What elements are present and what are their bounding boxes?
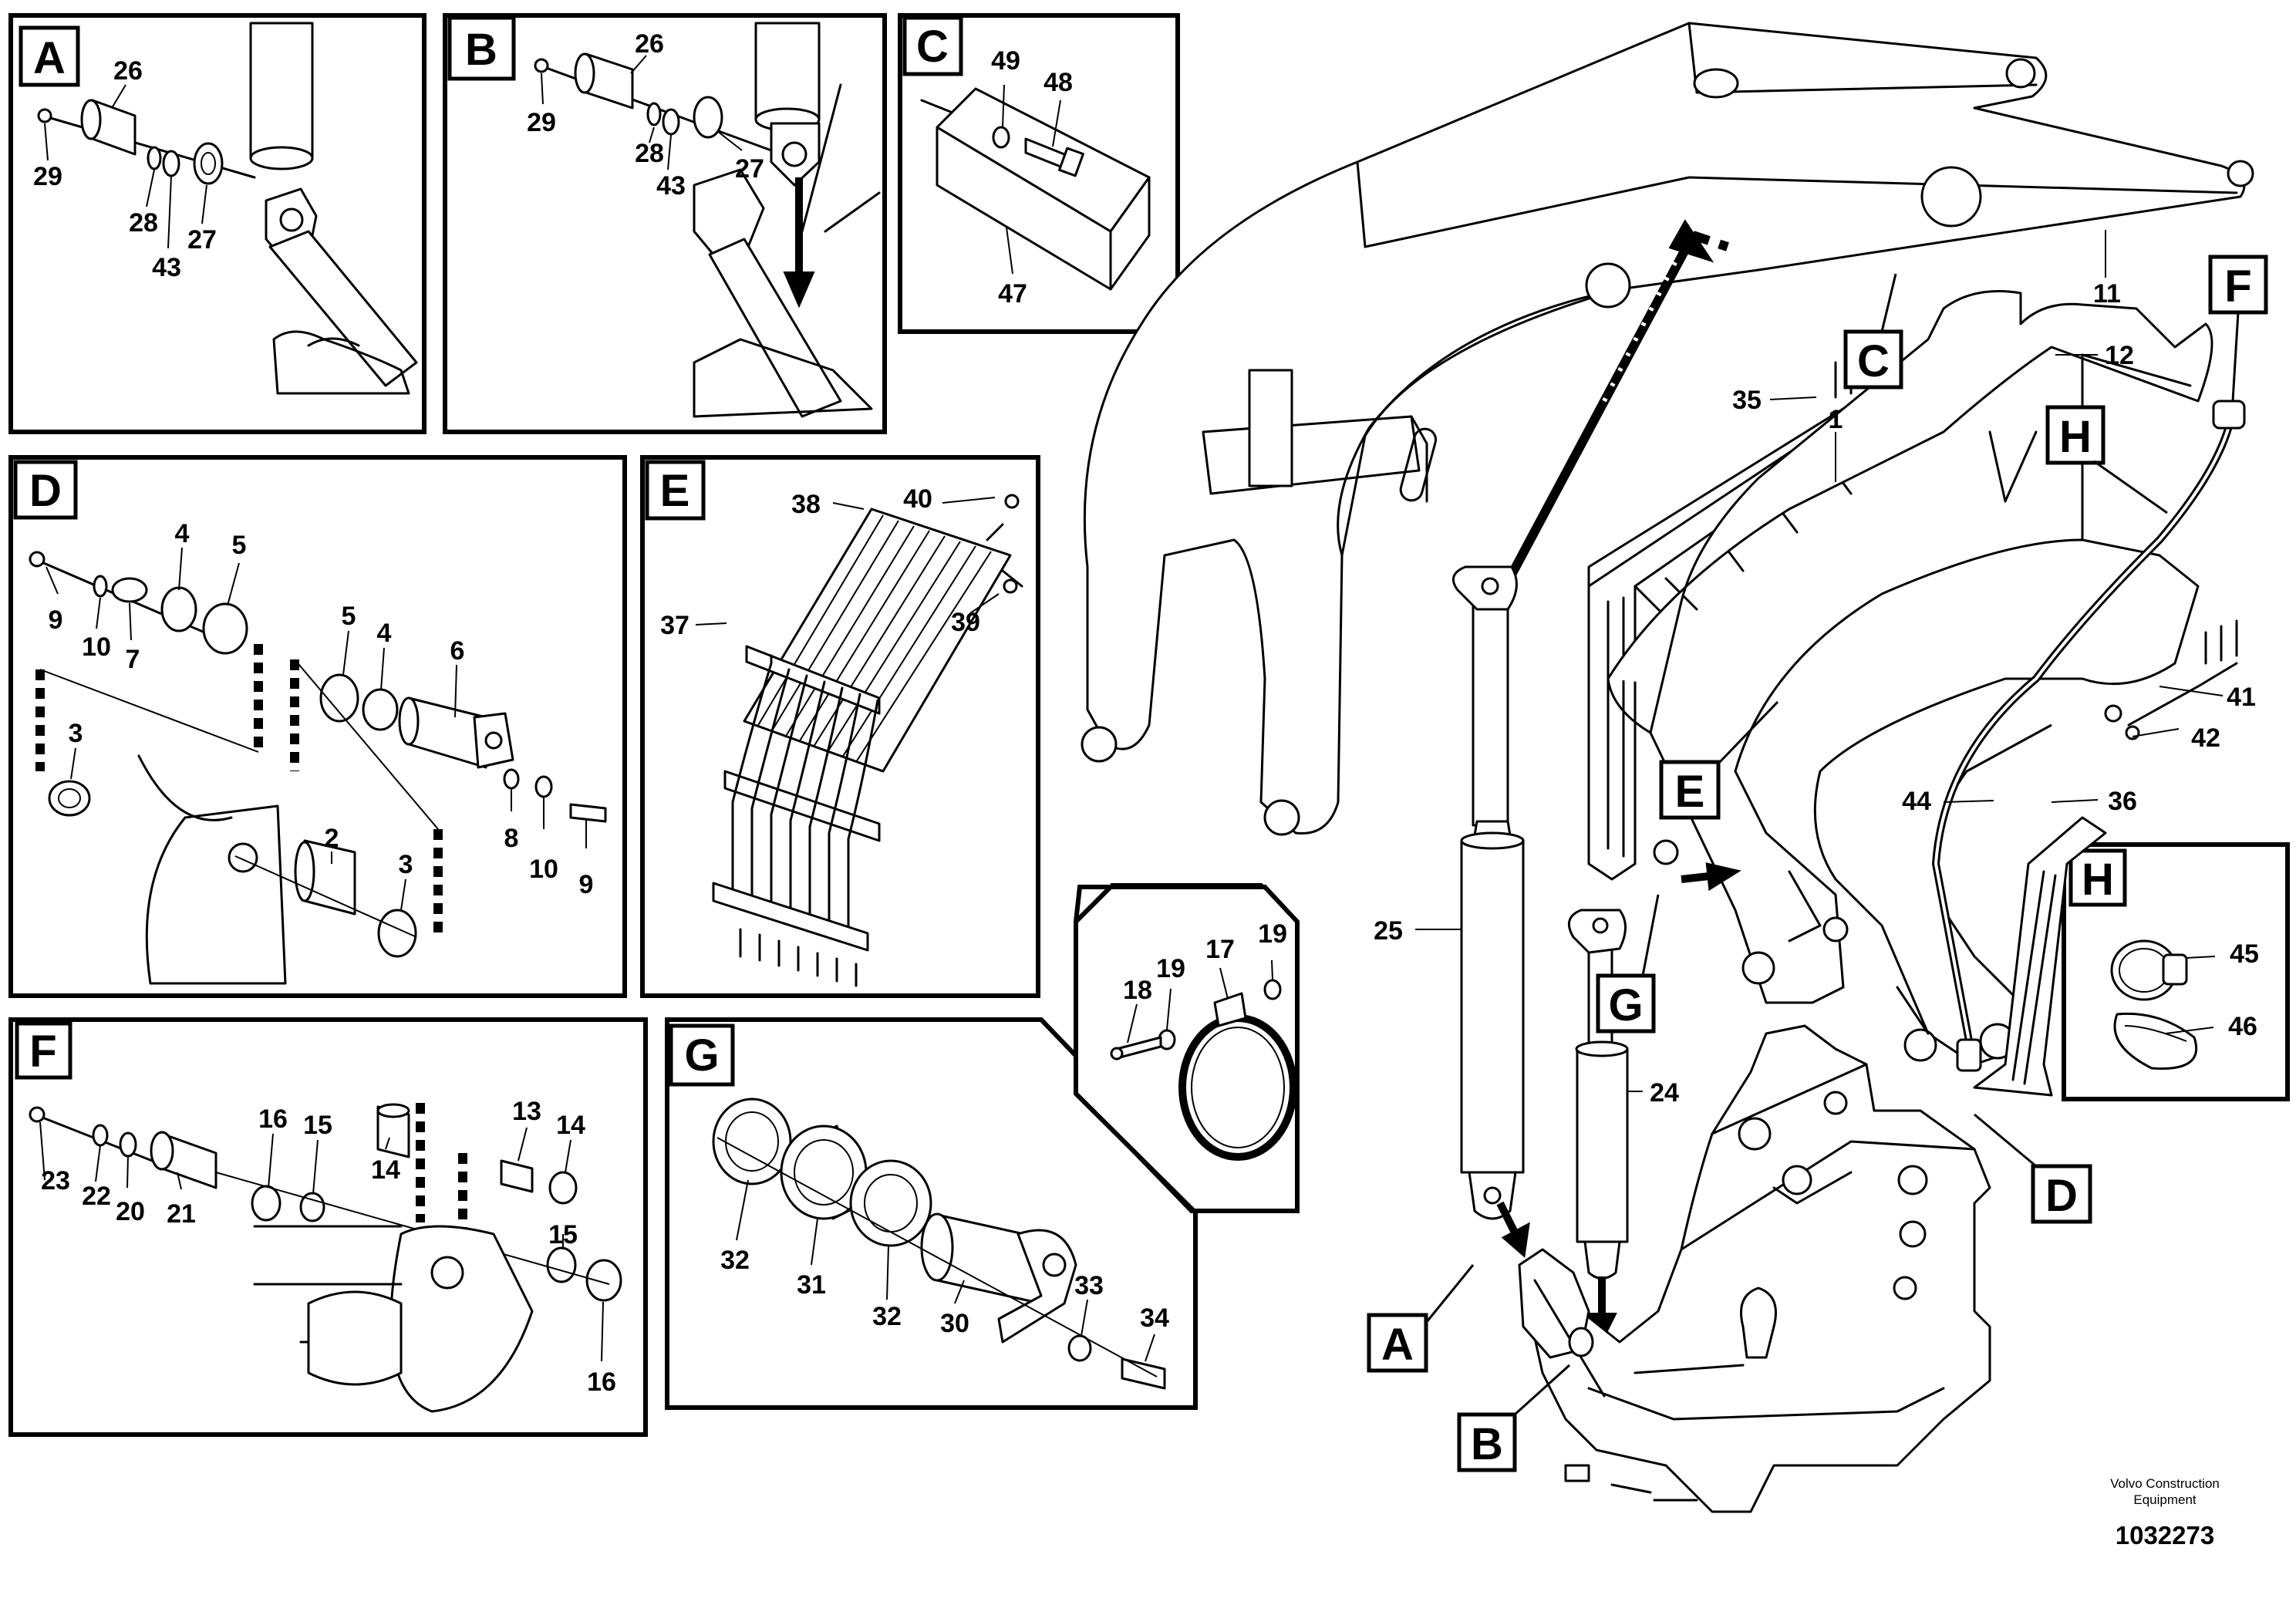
callout-33: 33	[1074, 1271, 1104, 1300]
callout-16: 16	[258, 1104, 288, 1134]
callout-14: 14	[371, 1155, 400, 1185]
callout-36: 36	[2108, 787, 2137, 816]
callout-29: 29	[527, 108, 556, 137]
callout-16: 16	[587, 1367, 616, 1397]
callout-35: 35	[1732, 386, 1762, 415]
callout-47: 47	[998, 279, 1027, 309]
callout-15: 15	[548, 1220, 578, 1249]
callout-45: 45	[2230, 939, 2259, 969]
inset-b-letter: B	[465, 25, 497, 75]
callout-10: 10	[82, 632, 111, 662]
callout-10: 10	[529, 855, 558, 884]
callout-48: 48	[1043, 68, 1073, 97]
callout-6: 6	[450, 636, 465, 666]
callout-42: 42	[2191, 723, 2220, 753]
callout-8: 8	[504, 824, 519, 853]
callout-38: 38	[791, 490, 821, 519]
ref-f: F	[2224, 261, 2251, 312]
inset-a: A 26 29 28 43 27	[8, 13, 426, 434]
callout-22: 22	[82, 1182, 111, 1211]
callout-3: 3	[69, 719, 83, 748]
callout-1: 1	[1829, 405, 1843, 434]
inset-c: C 49 48 47	[898, 13, 1180, 334]
callout-46: 46	[2228, 1012, 2257, 1041]
callout-13: 13	[512, 1097, 541, 1126]
callout-41: 41	[2227, 683, 2256, 712]
callout-31: 31	[797, 1270, 826, 1300]
callout-4: 4	[175, 519, 190, 548]
callout-40: 40	[903, 484, 932, 514]
callout-32: 32	[720, 1246, 750, 1275]
inset-e-letter: E	[660, 466, 690, 516]
callout-9: 9	[49, 605, 63, 635]
inset-b: B 26 29 28 43 27	[443, 13, 887, 434]
main-callouts: 11 12 35 1 41 42 36 44 25 24	[1374, 230, 2256, 1108]
inset-h: H 45 46	[2062, 842, 2290, 1101]
callout-7: 7	[126, 645, 140, 674]
callout-5: 5	[342, 602, 356, 631]
inset-g: G 32 31 32 30 33 34	[665, 1017, 1198, 1410]
callout-28: 28	[635, 139, 664, 168]
ref-b: B	[1471, 1419, 1503, 1469]
callout-11: 11	[2093, 279, 2121, 309]
callout-44: 44	[1902, 787, 1931, 816]
callout-12: 12	[2105, 341, 2134, 370]
inset-ring: 18 19 17 19	[1074, 883, 1300, 1213]
callout-17: 17	[1205, 935, 1235, 964]
callout-49: 49	[991, 46, 1020, 76]
company-line-2: Equipment	[2133, 1492, 2197, 1507]
callout-15: 15	[303, 1111, 332, 1140]
inset-g-letter: G	[684, 1030, 719, 1081]
main-reference-labels: C F H E G D A B	[1367, 255, 2268, 1472]
inset-d-letter: D	[29, 466, 62, 516]
callout-27: 27	[187, 225, 217, 255]
company-line-1: Volvo Construction	[2110, 1476, 2220, 1491]
callout-19: 19	[1156, 954, 1185, 983]
company-name: Volvo Construction Equipment	[2061, 1475, 2269, 1508]
ref-g: G	[1608, 980, 1643, 1030]
callout-21: 21	[167, 1199, 196, 1229]
callout-39: 39	[951, 608, 980, 637]
ref-c: C	[1857, 336, 1890, 386]
callout-19: 19	[1258, 919, 1287, 949]
callout-34: 34	[1140, 1303, 1169, 1333]
callout-43: 43	[152, 253, 181, 282]
inset-e: E 38 40 37 39	[640, 455, 1040, 998]
inset-d: D	[8, 455, 627, 998]
ref-e: E	[1675, 767, 1705, 817]
callout-2: 2	[325, 824, 339, 853]
callout-24: 24	[1650, 1078, 1679, 1108]
callout-32: 32	[872, 1302, 902, 1331]
callout-23: 23	[41, 1166, 70, 1195]
ref-h: H	[2059, 412, 2092, 462]
callout-18: 18	[1123, 976, 1152, 1005]
part-number: 1032273	[2115, 1521, 2215, 1549]
callout-25: 25	[1374, 916, 1403, 946]
callout-43: 43	[656, 171, 686, 201]
callout-30: 30	[940, 1309, 969, 1338]
callout-5: 5	[232, 531, 247, 560]
inset-f-letter: F	[29, 1027, 56, 1077]
callout-27: 27	[735, 154, 764, 184]
callout-29: 29	[33, 162, 62, 191]
ref-d: D	[2045, 1171, 2078, 1221]
ref-a: A	[1381, 1320, 1414, 1370]
callout-4: 4	[377, 619, 392, 648]
callout-37: 37	[660, 611, 689, 640]
inset-f: F 23 22 20 21 16	[8, 1017, 648, 1437]
callout-28: 28	[129, 208, 158, 238]
main-assembly	[1081, 22, 2254, 1513]
inset-h-letter: H	[2082, 855, 2114, 905]
callout-3: 3	[399, 850, 413, 879]
callout-14: 14	[556, 1111, 585, 1140]
inset-a-label-box	[19, 25, 80, 87]
callout-20: 20	[116, 1197, 145, 1226]
inset-c-letter: C	[916, 22, 949, 72]
callout-26: 26	[635, 29, 664, 59]
inset-a-letter: A	[33, 33, 66, 83]
callout-9: 9	[579, 870, 594, 899]
callout-26: 26	[113, 56, 143, 86]
